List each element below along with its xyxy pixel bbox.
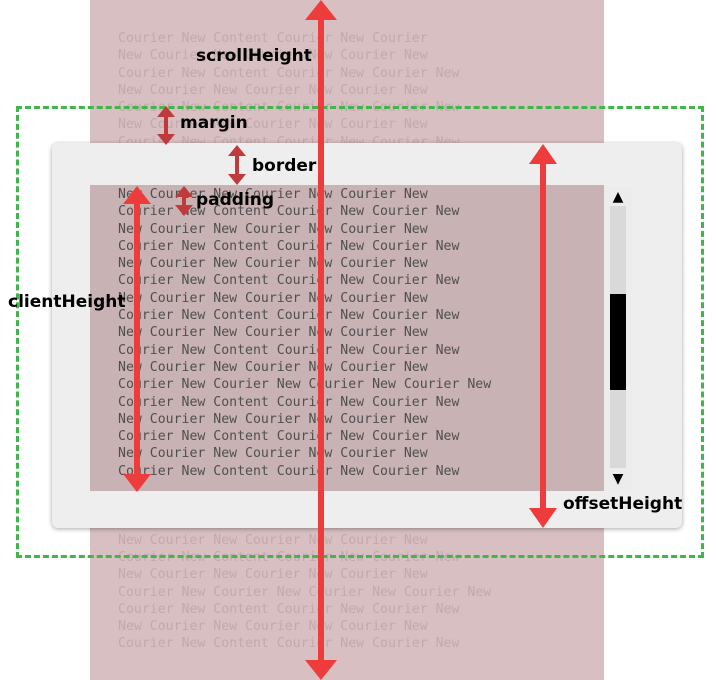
client-height-label: clientHeight <box>8 292 126 312</box>
vertical-scrollbar[interactable]: ▲ ▼ <box>604 186 632 491</box>
padding-label: padding <box>196 190 275 210</box>
client-height-arrow <box>123 186 151 492</box>
margin-label: margin <box>180 113 248 133</box>
scroll-track[interactable] <box>610 206 626 468</box>
padding-bottom-band <box>90 491 604 528</box>
scroll-thumb[interactable] <box>610 294 626 390</box>
padding-top-band <box>90 143 604 185</box>
visible-text: New Courier New Courier New Courier New … <box>118 187 492 475</box>
visible-text-region: New Courier New Courier New Courier New … <box>90 186 604 475</box>
triangle-down-icon[interactable]: ▼ <box>612 471 624 487</box>
margin-outline <box>16 106 704 558</box>
triangle-up-icon[interactable]: ▲ <box>612 189 624 205</box>
border-label: border <box>252 156 317 176</box>
margin-arrow <box>157 106 175 145</box>
scroll-height-arrow <box>305 0 337 680</box>
scroll-height-label: scrollHeight <box>196 46 312 66</box>
content-pane <box>90 185 604 491</box>
offset-height-arrow <box>529 144 557 528</box>
border-arrow <box>228 145 246 185</box>
offset-height-label: offsetHeight <box>563 494 683 514</box>
padding-arrow <box>175 186 193 216</box>
